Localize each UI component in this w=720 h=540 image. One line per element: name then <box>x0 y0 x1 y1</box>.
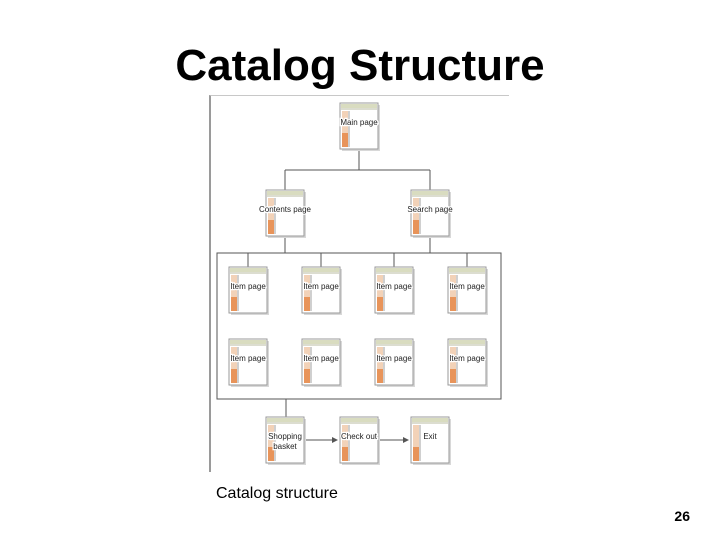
item-page-node-label: Item page <box>230 282 266 291</box>
item-page-node-label: Item page <box>449 354 485 363</box>
item-page-node: Item page <box>301 266 342 315</box>
shopping-basket-node-label: Shopping <box>268 432 302 441</box>
main-page-node-label: Main page <box>340 118 378 127</box>
item-page-node-label: Item page <box>303 354 339 363</box>
shopping-basket-node-label: basket <box>273 442 297 451</box>
exit-node-label: Exit <box>423 432 437 441</box>
item-page-node: Item page <box>447 338 488 387</box>
main-page-node: Main page <box>339 102 380 151</box>
item-page-node-label: Item page <box>303 282 339 291</box>
item-page-node: Item page <box>447 266 488 315</box>
item-page-node: Item page <box>374 266 415 315</box>
item-page-node: Item page <box>228 266 269 315</box>
arrow-basket-to-checkout-head <box>332 437 338 443</box>
item-page-node-label: Item page <box>376 354 412 363</box>
contents-page-node-label: Contents page <box>259 205 312 214</box>
contents-page-node: Contents page <box>258 189 313 238</box>
slide-page-number: 26 <box>674 508 690 524</box>
arrow-checkout-to-exit-head <box>403 437 409 443</box>
exit-node: Exit <box>410 416 451 465</box>
checkout-node-label: Check out <box>341 432 378 441</box>
item-page-node-label: Item page <box>230 354 266 363</box>
slide-title: Catalog Structure <box>175 41 545 90</box>
checkout-node: Check out <box>339 416 380 465</box>
item-page-node-label: Item page <box>376 282 412 291</box>
search-page-node-label: Search page <box>407 205 453 214</box>
item-pages-group-box <box>216 252 502 400</box>
item-page-node: Item page <box>374 338 415 387</box>
figure-frame <box>209 95 509 472</box>
item-page-node: Item page <box>301 338 342 387</box>
connectors <box>216 149 502 443</box>
item-page-node: Item page <box>228 338 269 387</box>
search-page-node: Search page <box>406 189 454 238</box>
figure-caption: Catalog structure <box>216 485 338 502</box>
item-page-node-label: Item page <box>449 282 485 291</box>
